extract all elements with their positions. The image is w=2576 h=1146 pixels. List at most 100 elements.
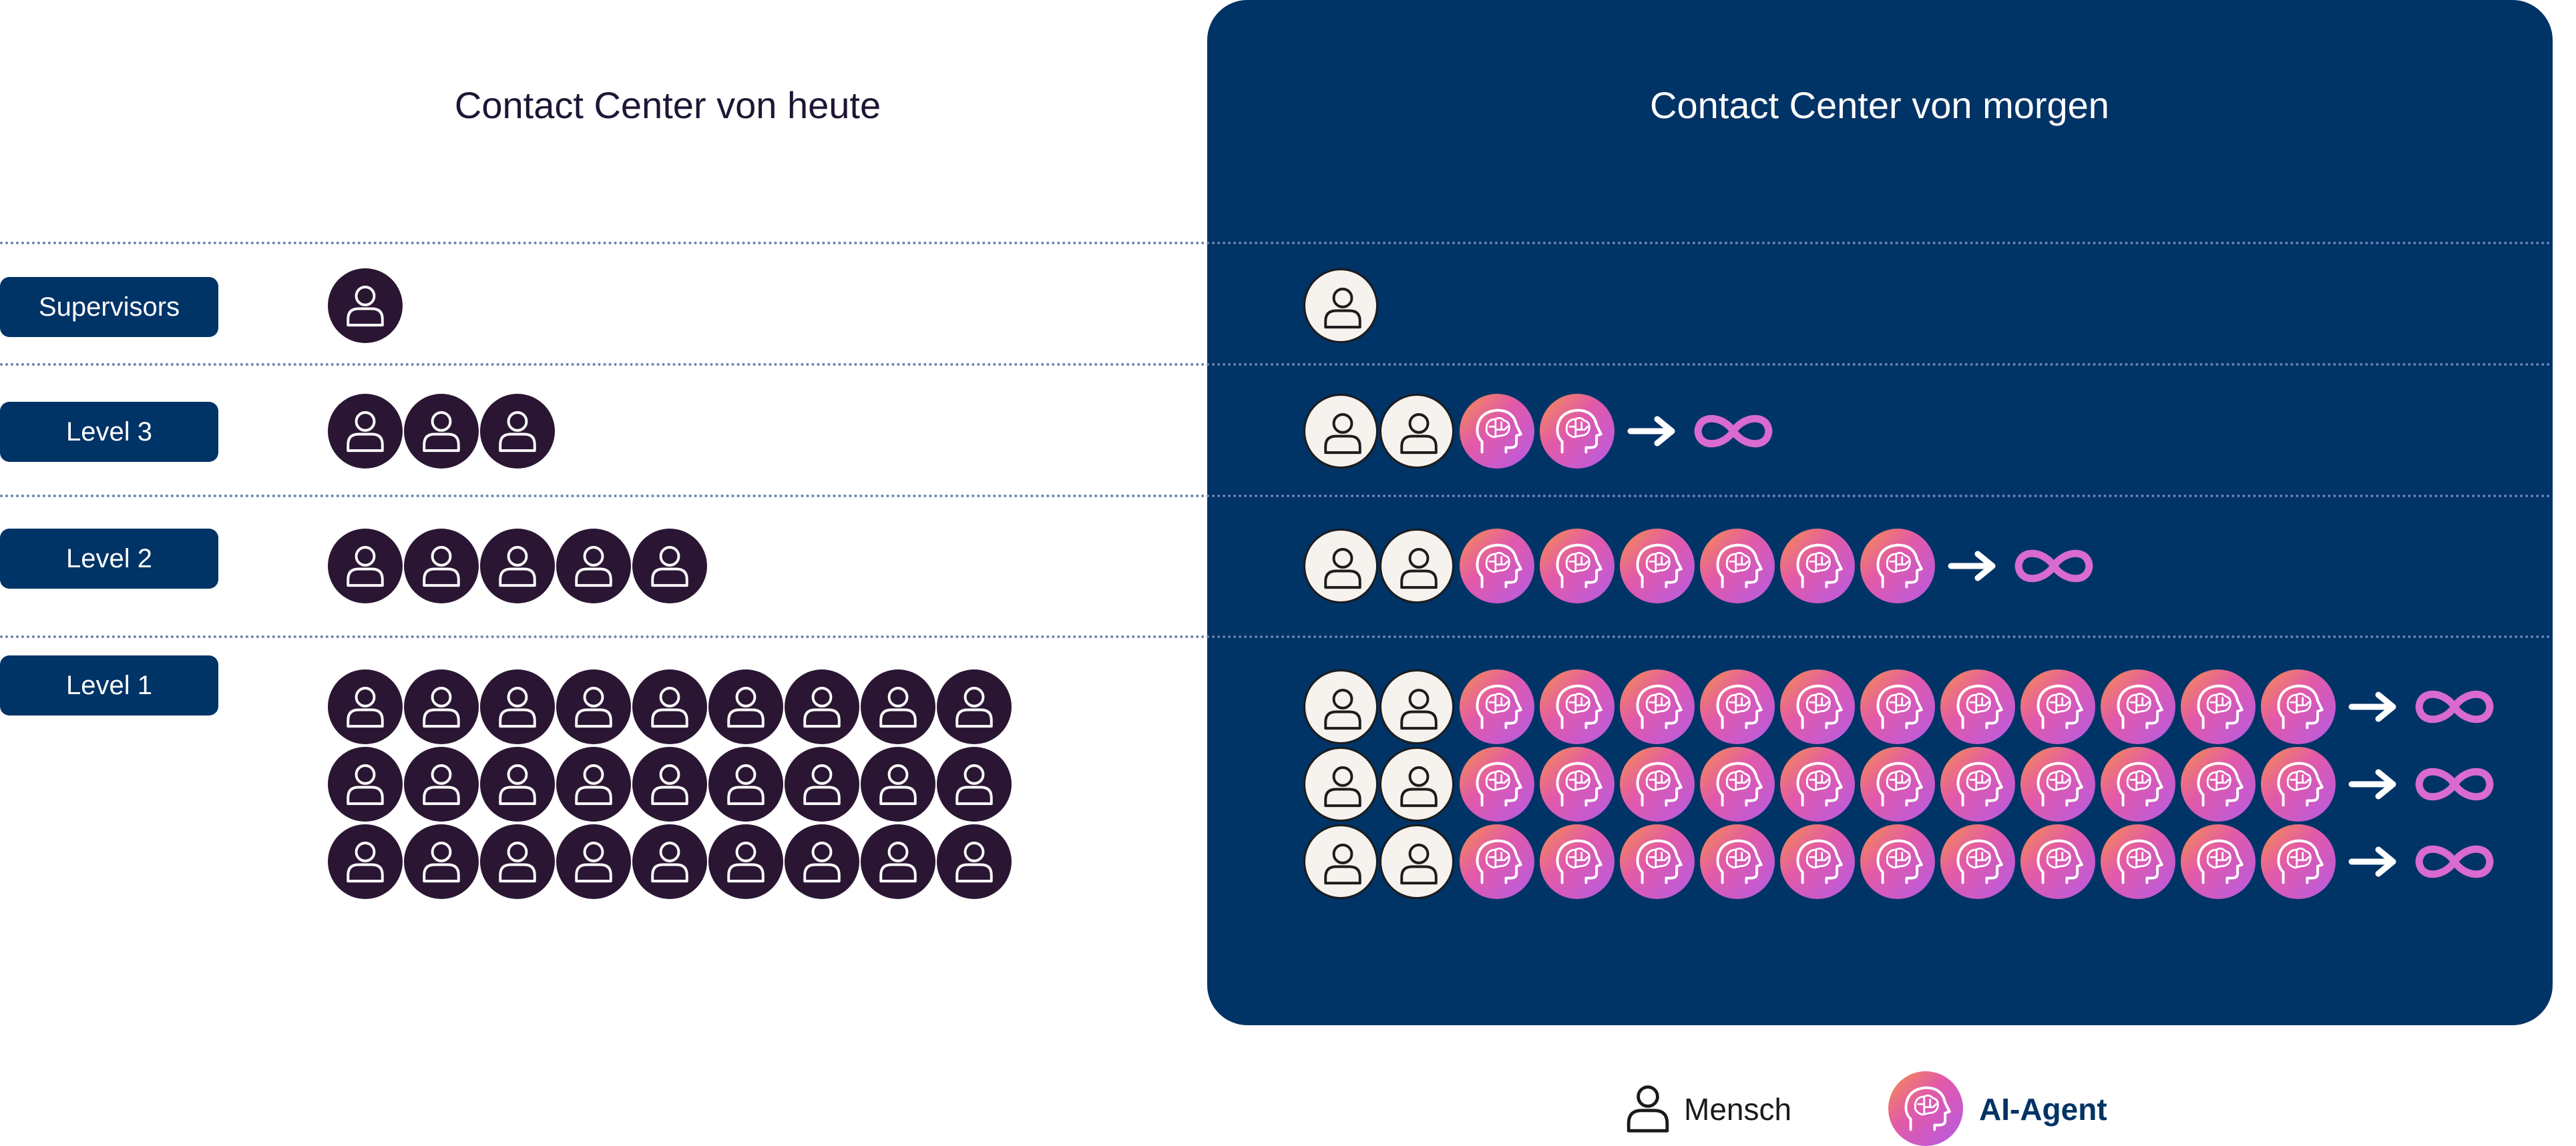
title-today: Contact Center von heute [454, 84, 881, 126]
ai-agent-icon [1700, 824, 1775, 899]
human-agent-icon [480, 394, 555, 469]
ai-agent-icon [2261, 669, 2336, 744]
ai-agent-icon [1780, 669, 1855, 744]
infinity-icon [2014, 549, 2093, 583]
human-agent-icon [1379, 747, 1454, 822]
ai-agent-icon [2261, 747, 2336, 822]
arrow-right-icon [2348, 691, 2396, 722]
human-agent-icon [708, 669, 783, 744]
arrow-right-icon [2348, 846, 2396, 877]
human-agent-icon [556, 669, 631, 744]
ai-agent-icon [2101, 824, 2175, 899]
human-agent-icon [632, 529, 707, 603]
human-agent-icon [1303, 529, 1378, 603]
human-agent-icon [1379, 824, 1454, 899]
ai-agent-icon [1540, 394, 1615, 469]
human-agent-icon [632, 824, 707, 899]
ai-agent-icon [2020, 669, 2095, 744]
title-tomorrow: Contact Center von morgen [1650, 84, 2109, 126]
human-agent-icon [480, 824, 555, 899]
human-agent-icon [937, 824, 1012, 899]
ai-agent-icon [1940, 669, 2015, 744]
human-agent-icon [632, 669, 707, 744]
human-agent-icon [861, 824, 935, 899]
ai-agent-icon [1540, 824, 1615, 899]
human-agent-icon [556, 824, 631, 899]
human-agent-icon [785, 824, 859, 899]
ai-agent-icon [2101, 747, 2175, 822]
human-agent-icon [328, 747, 403, 822]
human-agent-icon [404, 394, 479, 469]
human-agent-icon [785, 669, 859, 744]
human-agent-icon [937, 747, 1012, 822]
human-agent-icon [480, 669, 555, 744]
ai-agent-icon [1860, 669, 1935, 744]
ai-agent-icon [1700, 747, 1775, 822]
human-agent-icon [1303, 824, 1378, 899]
ai-agent-icon [1620, 747, 1695, 822]
human-agent-icon [861, 747, 935, 822]
human-agent-icon [328, 394, 403, 469]
ai-agent-icon [1860, 529, 1935, 603]
ai-agent-icon [1460, 747, 1534, 822]
ai-agent-icon [2101, 669, 2175, 744]
human-agent-icon [404, 747, 479, 822]
level-label-level-1: Level 1 [0, 655, 218, 715]
human-agent-icon [404, 824, 479, 899]
ai-agent-icon [1780, 529, 1855, 603]
ai-agent-icon [1540, 747, 1615, 822]
level-label-level-2: Level 2 [0, 529, 218, 589]
arrow-right-icon [1948, 551, 1996, 581]
human-agent-icon [1379, 394, 1454, 469]
ai-agent-icon [1860, 747, 1935, 822]
ai-agent-icon [1460, 529, 1534, 603]
ai-agent-icon [1780, 747, 1855, 822]
ai-agent-icon [2181, 747, 2256, 822]
row-divider [0, 495, 2553, 497]
ai-agent-icon [1860, 824, 1935, 899]
arrow-right-icon [2348, 769, 2396, 800]
infinity-icon [2415, 845, 2494, 878]
human-agent-icon [708, 747, 783, 822]
human-agent-icon [708, 824, 783, 899]
human-agent-icon [1303, 747, 1378, 822]
ai-agent-icon [2181, 824, 2256, 899]
human-agent-icon [1303, 394, 1378, 469]
ai-agent-icon [1540, 529, 1615, 603]
infinity-icon [1694, 414, 1773, 448]
human-agent-icon [1379, 669, 1454, 744]
ai-agent-icon [1460, 669, 1534, 744]
human-agent-icon [556, 529, 631, 603]
human-agent-icon [328, 268, 403, 343]
human-agent-icon [937, 669, 1012, 744]
legend-ai-label: AI-Agent [1979, 1092, 2107, 1127]
level-label-level-3: Level 3 [0, 402, 218, 462]
human-agent-icon [328, 669, 403, 744]
human-agent-icon [404, 669, 479, 744]
ai-agent-icon [1940, 747, 2015, 822]
human-agent-icon [632, 747, 707, 822]
human-agent-icon [785, 747, 859, 822]
human-agent-icon [480, 529, 555, 603]
ai-agent-icon [1700, 529, 1775, 603]
human-agent-icon [556, 747, 631, 822]
arrow-right-icon [1627, 416, 1675, 447]
ai-agent-icon [1700, 669, 1775, 744]
infinity-icon [2415, 690, 2494, 724]
row-divider [0, 363, 2553, 366]
ai-agent-icon [1540, 669, 1615, 744]
human-agent-icon [328, 824, 403, 899]
level-label-supervisors: Supervisors [0, 277, 218, 337]
ai-brain-head-icon [1888, 1071, 1963, 1146]
ai-agent-icon [1940, 824, 2015, 899]
ai-agent-icon [1780, 824, 1855, 899]
human-agent-icon [1303, 268, 1378, 343]
person-outline-icon [1627, 1085, 1669, 1133]
infinity-icon [2415, 768, 2494, 801]
human-agent-icon [1379, 529, 1454, 603]
row-divider [0, 242, 2553, 244]
ai-agent-icon [2181, 669, 2256, 744]
ai-agent-icon [1620, 669, 1695, 744]
ai-agent-icon [2020, 747, 2095, 822]
